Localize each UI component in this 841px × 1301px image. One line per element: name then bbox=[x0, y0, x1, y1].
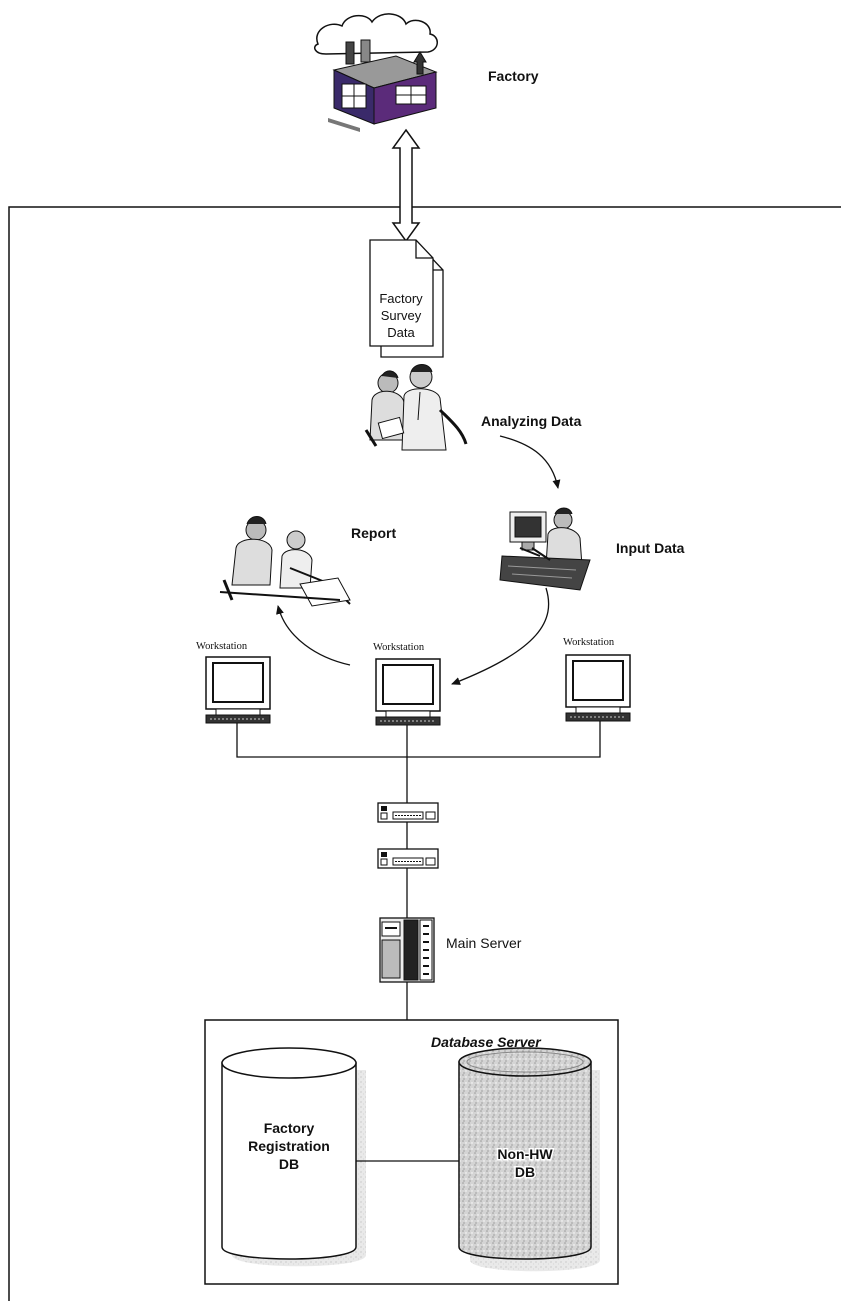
db1-label-line1: Factory bbox=[264, 1120, 315, 1136]
db1-label-line2: Registration bbox=[248, 1138, 330, 1154]
db1-label-line3: DB bbox=[279, 1156, 299, 1172]
workstation-left-label: Workstation bbox=[196, 641, 248, 652]
workstation-right-icon bbox=[566, 655, 630, 721]
workstation-to-report-arrow bbox=[278, 606, 350, 665]
network-hub-lower-icon bbox=[378, 849, 438, 868]
analyzing-label: Analyzing Data bbox=[481, 413, 582, 429]
input-data-label: Input Data bbox=[616, 540, 685, 556]
factory-label: Factory bbox=[488, 68, 539, 84]
survey-label-line3: Data bbox=[387, 325, 415, 340]
main-server-label: Main Server bbox=[446, 935, 522, 951]
analyzing-to-input-arrow bbox=[500, 436, 558, 488]
survey-label-line1: Factory bbox=[379, 291, 423, 306]
input-to-workstation-arrow bbox=[452, 588, 549, 684]
lan-cable bbox=[237, 721, 600, 757]
bidirectional-arrow bbox=[393, 130, 419, 241]
report-label: Report bbox=[351, 525, 396, 541]
report-people-icon bbox=[220, 517, 350, 607]
network-hub-upper-icon bbox=[378, 803, 438, 822]
analyzing-people-icon bbox=[366, 365, 466, 451]
survey-label-line2: Survey bbox=[381, 308, 422, 323]
workstation-center-label: Workstation bbox=[373, 642, 425, 653]
workstation-center-icon bbox=[376, 659, 440, 725]
workstation-left-icon bbox=[206, 657, 270, 723]
main-server-icon bbox=[380, 918, 434, 982]
db2-label-line2: DB bbox=[515, 1164, 535, 1180]
factory-icon bbox=[315, 14, 438, 132]
db2-label-line1: Non-HW bbox=[497, 1146, 553, 1162]
input-data-person-icon bbox=[500, 508, 590, 590]
workstation-right-label: Workstation bbox=[563, 637, 615, 648]
